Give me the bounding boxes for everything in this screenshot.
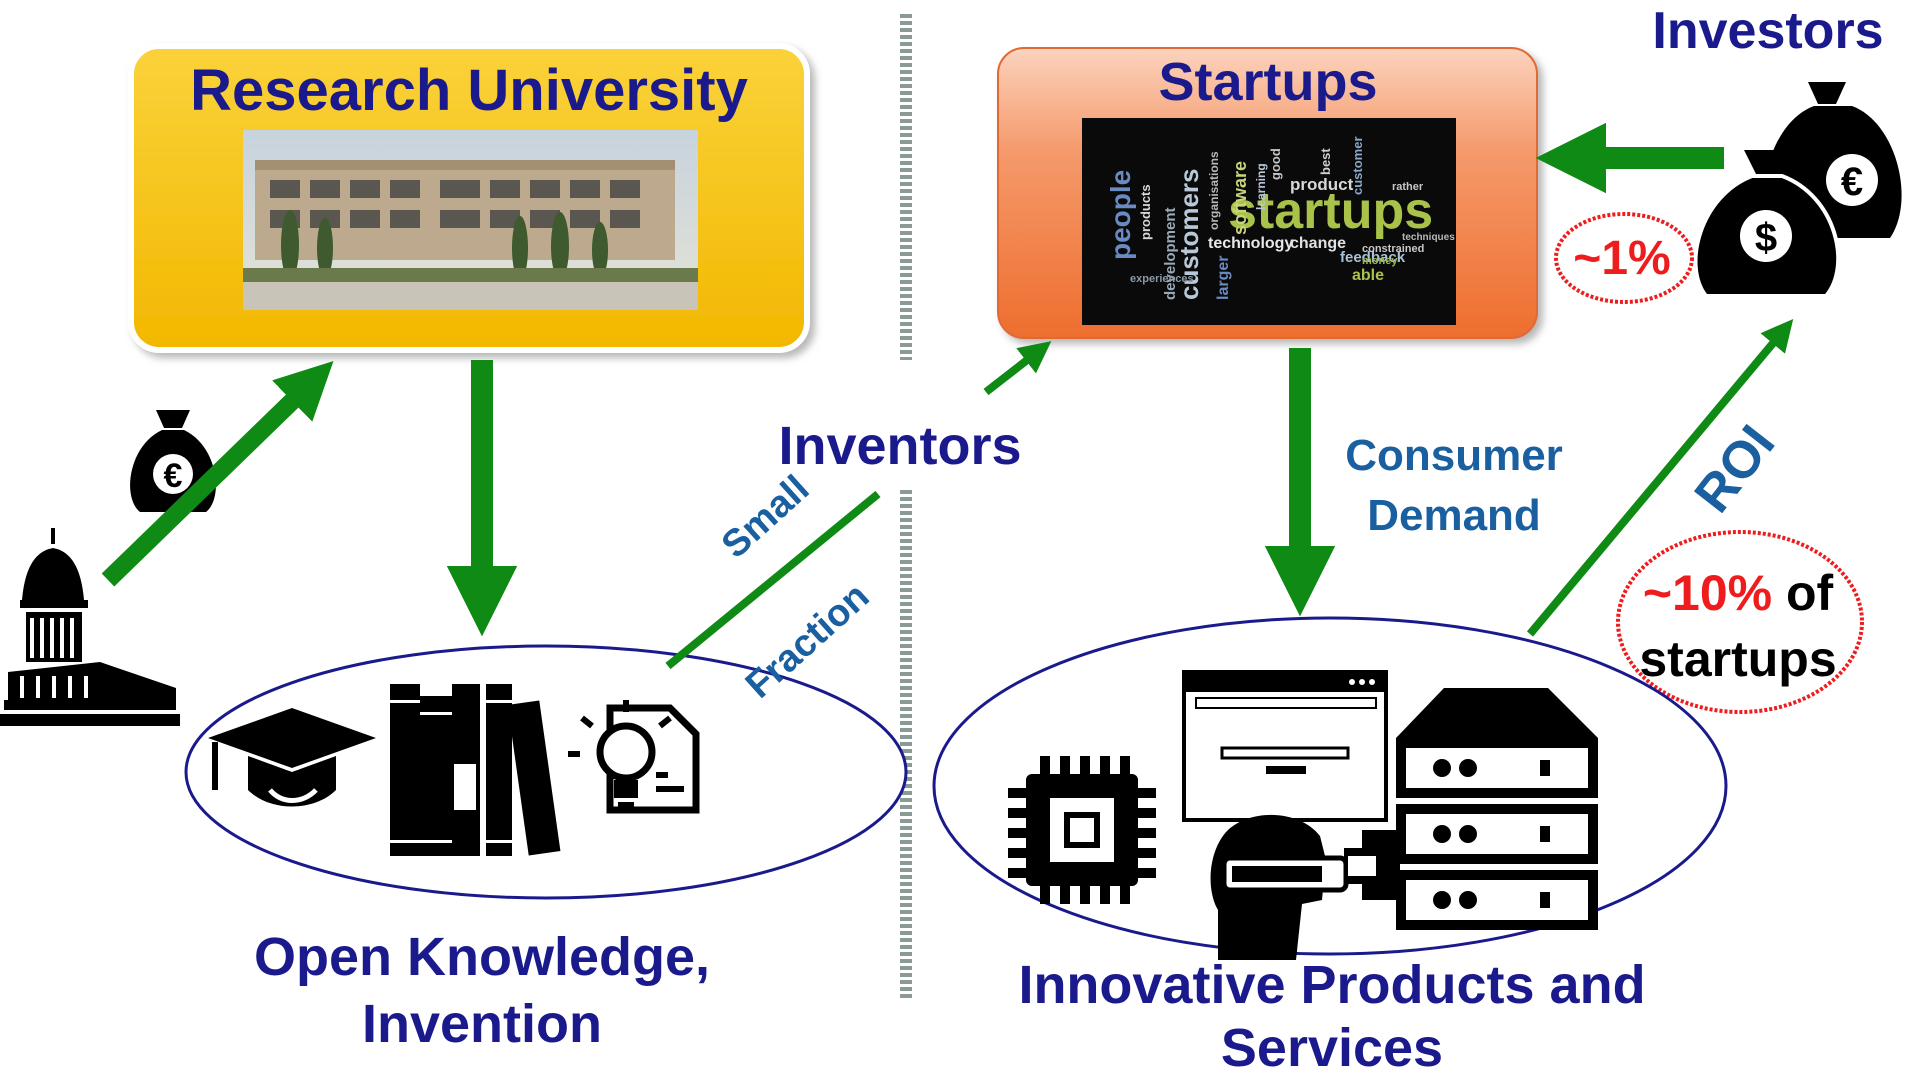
products-caption-line2: Services xyxy=(1221,1018,1443,1078)
word-cloud-word-11: organisations xyxy=(1207,151,1221,230)
word-cloud-word-9: able xyxy=(1352,267,1384,284)
word-cloud-word-8: feedback xyxy=(1340,249,1406,266)
word-cloud-word-18: rather xyxy=(1392,181,1424,193)
consumer-demand-label-line2: Demand xyxy=(1367,491,1541,540)
vr-headset-icon xyxy=(1210,814,1400,960)
server-rack-icon xyxy=(1396,688,1598,930)
startups-word-cloud: startups customers people technology pro… xyxy=(1082,118,1456,325)
word-cloud-word-12: constrained xyxy=(1362,243,1424,255)
knowledge-caption-line2: Invention xyxy=(362,994,602,1054)
word-cloud-word-19: customer xyxy=(1350,136,1365,195)
word-cloud-word-17: learning xyxy=(1254,163,1268,210)
money-bag-dollar-icon: $ xyxy=(1693,150,1841,298)
books-icon xyxy=(390,684,561,856)
startups-box: Startups startups customers people techn… xyxy=(997,47,1538,339)
investor-euro-symbol: € xyxy=(1841,160,1863,204)
word-cloud-word-2: people xyxy=(1105,170,1136,260)
capitol-icon xyxy=(0,528,180,726)
ten-percent-line1: ~10% of xyxy=(1643,565,1834,621)
products-to-investors-roi-arrow xyxy=(1526,318,1794,637)
word-cloud-word-6: software xyxy=(1230,161,1250,235)
one-percent-callout: ~1% xyxy=(1554,212,1694,304)
investor-dollar-symbol: $ xyxy=(1755,216,1777,260)
ten-percent-value: ~10% xyxy=(1643,565,1772,621)
products-caption-line1: Innovative Products and xyxy=(1018,955,1645,1015)
word-cloud-word-21: best xyxy=(1318,148,1333,175)
investors-title: Investors xyxy=(1652,2,1883,60)
research-university-box: Research University xyxy=(128,43,810,353)
word-cloud-word-15: larger xyxy=(1215,256,1232,300)
word-cloud-word-10: experiences xyxy=(1130,273,1194,285)
word-cloud-word-1: customers xyxy=(1174,169,1204,301)
word-cloud-word-13: money xyxy=(1362,255,1398,267)
startups-title: Startups xyxy=(1158,52,1377,112)
browser-window-icon xyxy=(1182,670,1388,822)
knowledge-to-inventors-line xyxy=(665,490,881,670)
ten-percent-of: of xyxy=(1772,565,1833,621)
inventors-to-startups-arrow xyxy=(983,341,1052,396)
word-cloud-word-14: techniques xyxy=(1402,232,1455,243)
one-percent-label: ~1% xyxy=(1573,232,1670,285)
word-cloud-word-20: good xyxy=(1268,148,1283,180)
ten-percent-callout: ~10% of startups xyxy=(1616,530,1864,714)
knowledge-caption-line1: Open Knowledge, xyxy=(254,927,710,987)
word-cloud-word-5: change xyxy=(1290,235,1346,252)
graduation-cap-icon xyxy=(208,708,376,807)
inventors-label: Inventors xyxy=(778,416,1021,476)
research-university-title: Research University xyxy=(190,58,748,123)
ten-percent-line2: startups xyxy=(1639,631,1836,687)
chip-icon xyxy=(1008,756,1156,904)
government-to-university-arrow xyxy=(101,360,334,587)
word-cloud-word-7: development xyxy=(1162,207,1179,300)
word-cloud-word-4: product xyxy=(1290,175,1354,194)
knowledge-ellipse xyxy=(184,644,908,900)
lightbulb-document-icon xyxy=(568,700,700,814)
word-cloud-word-0: startups xyxy=(1228,182,1433,240)
consumer-demand-label-line1: Consumer xyxy=(1345,431,1563,480)
word-cloud-word-16: products xyxy=(1138,184,1153,240)
university-building-photo xyxy=(243,130,698,310)
word-cloud-word-3: technology xyxy=(1208,235,1293,252)
government-euro-symbol: € xyxy=(164,457,183,495)
products-ellipse xyxy=(932,616,1728,960)
